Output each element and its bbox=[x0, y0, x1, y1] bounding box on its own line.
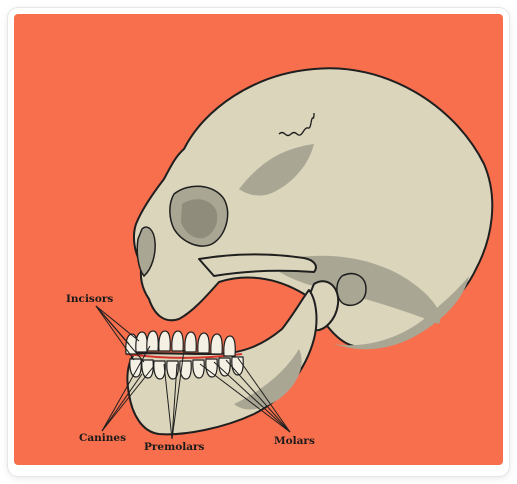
lower-tooth bbox=[154, 361, 165, 379]
image-card: Incisors Canines Premolars Molars bbox=[8, 8, 509, 476]
upper-tooth bbox=[136, 332, 147, 352]
label-canines: Canines bbox=[79, 432, 126, 444]
upper-tooth bbox=[185, 332, 196, 352]
lower-tooth bbox=[130, 359, 141, 377]
ear-opening bbox=[337, 274, 366, 306]
upper-tooth bbox=[159, 331, 170, 351]
upper-tooth bbox=[224, 336, 235, 356]
label-premolars: Premolars bbox=[144, 441, 205, 453]
lower-tooth bbox=[219, 358, 230, 376]
skull-teeth-diagram: Incisors Canines Premolars Molars bbox=[14, 14, 503, 465]
diagram-panel: Incisors Canines Premolars Molars bbox=[14, 14, 503, 465]
label-molars: Molars bbox=[274, 435, 315, 447]
upper-tooth bbox=[211, 334, 222, 354]
label-incisors: Incisors bbox=[66, 293, 113, 305]
upper-tooth bbox=[172, 331, 183, 351]
lower-tooth bbox=[206, 359, 217, 377]
upper-tooth bbox=[198, 333, 209, 353]
lower-tooth bbox=[193, 360, 204, 378]
